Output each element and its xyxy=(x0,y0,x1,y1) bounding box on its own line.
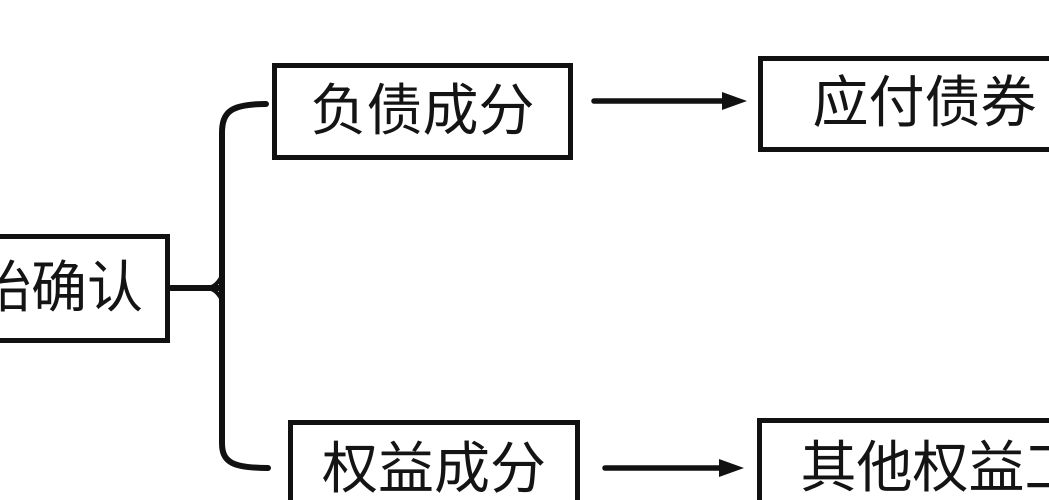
arrow-liability-head xyxy=(722,92,747,110)
node-liability-component: 负债成分 xyxy=(272,63,573,160)
node-bonds-payable: 应付债券 xyxy=(758,56,1049,152)
arrow-equity-to-other xyxy=(602,459,744,477)
node-bonds-payable-label: 应付债券 xyxy=(812,71,1037,136)
node-other-equity-instruments-label: 其他权益工具 xyxy=(800,436,1049,500)
arrow-equity-head xyxy=(719,459,744,477)
arrow-liability-to-bonds xyxy=(591,92,747,110)
node-liability-component-label: 负债成分 xyxy=(310,78,535,144)
node-initial-recognition: 初始确认 xyxy=(0,234,170,343)
node-equity-component: 权益成分 xyxy=(288,420,580,500)
node-equity-component-label: 权益成分 xyxy=(322,437,546,500)
node-initial-recognition-label: 初始确认 xyxy=(0,255,143,321)
node-other-equity-instruments: 其他权益工具 xyxy=(757,418,1049,500)
stem-junction-flare xyxy=(203,274,224,302)
bracket-connector xyxy=(219,101,271,471)
